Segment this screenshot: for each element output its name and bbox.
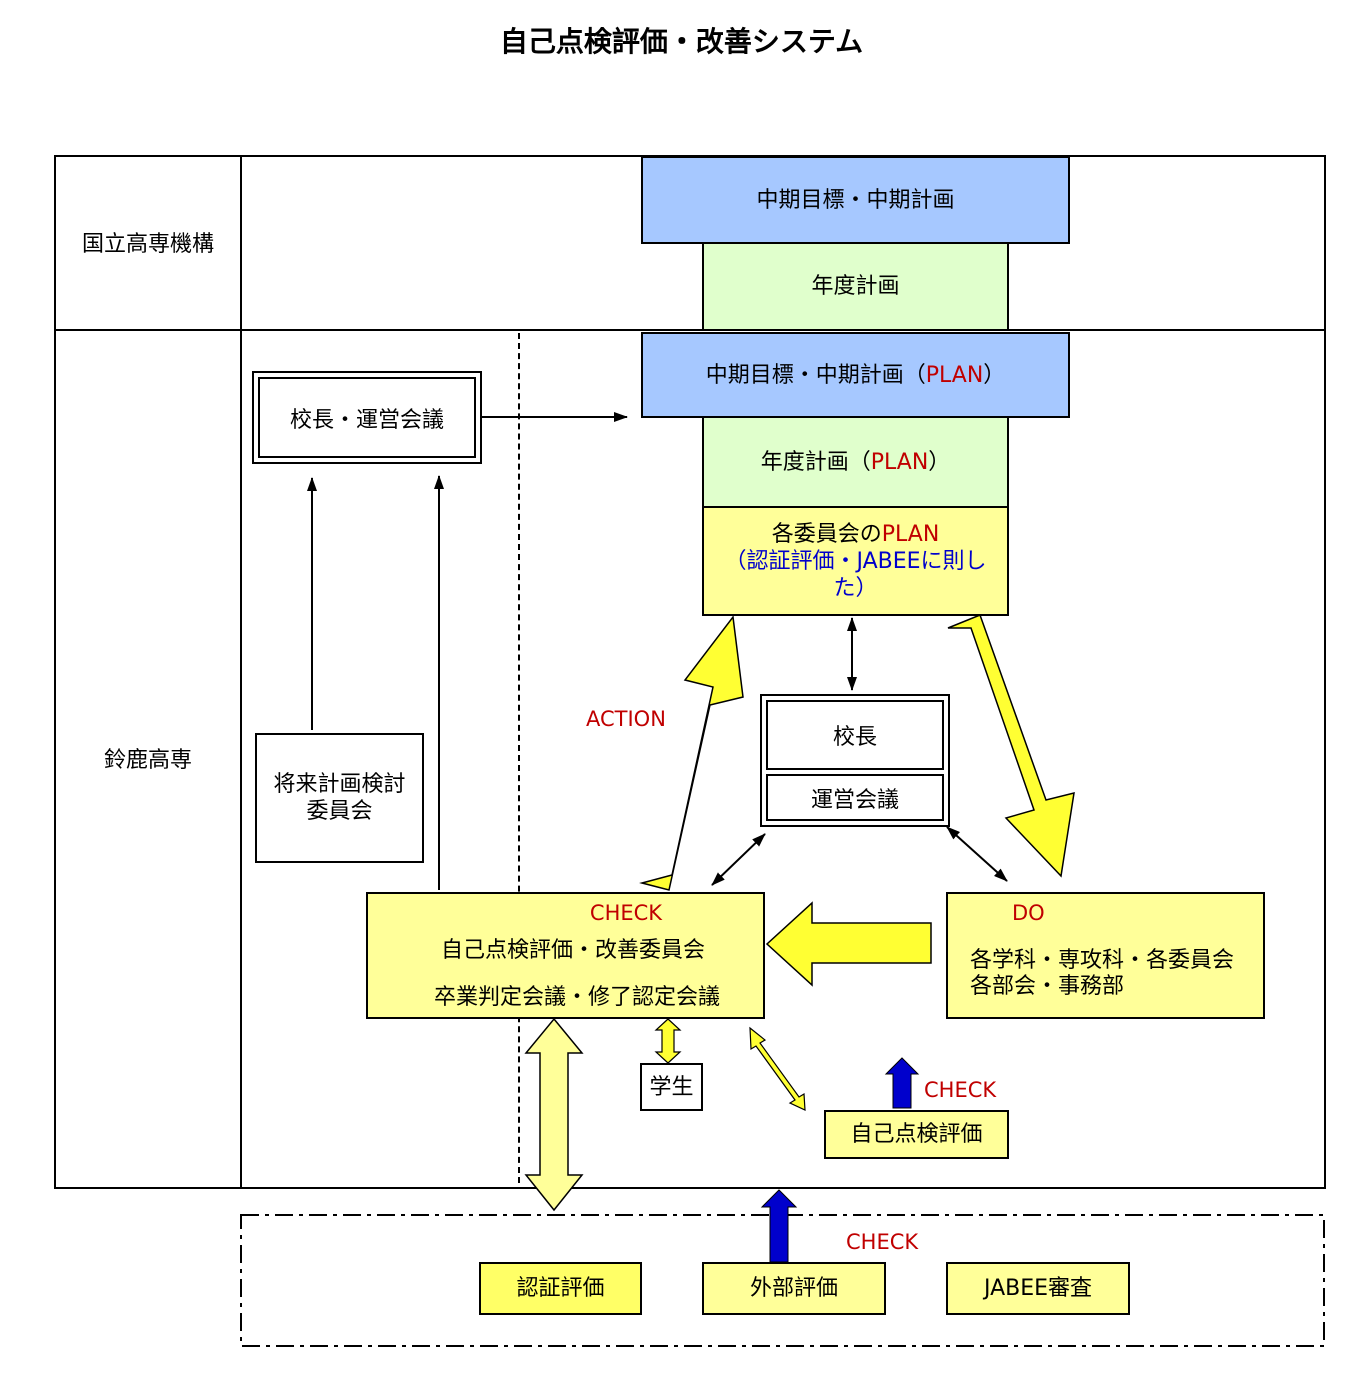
arrow-center-check [711, 833, 766, 886]
external-eval-label: 外部評価 [749, 1276, 838, 1301]
center-meeting: 運営会議 [766, 774, 944, 821]
column-divider [240, 155, 242, 1189]
future-committee-box: 将来計画検討 委員会 [255, 733, 424, 863]
org-midterm-box: 中期目標・中期計画 [641, 156, 1070, 244]
center-principal-box: 校長 運営会議 [760, 694, 950, 827]
org-annual-box: 年度計画 [702, 242, 1009, 331]
external-check-label: CHECK [846, 1230, 919, 1254]
do-box-label: DO [1012, 901, 1045, 925]
org-annual-label: 年度計画 [811, 274, 900, 299]
page-title: 自己点検評価・改善システム [499, 25, 864, 58]
self-check-label: CHECK [924, 1078, 997, 1102]
plan-midterm-close-paren: ） [983, 362, 1006, 388]
check-box-line1: 自己点検評価・改善委員会 [440, 938, 705, 963]
certification-box: 認証評価 [479, 1262, 642, 1315]
committee-plan-box: 各委員会のPLAN （認証評価・JABEEに則し た） [702, 506, 1009, 616]
jabee-label: JABEE審査 [983, 1276, 1093, 1301]
do-departments-box: DO 各学科・専攻科・各委員会 各部会・事務部 [946, 892, 1265, 1019]
check-certification-arrow [524, 1017, 584, 1212]
student-label: 学生 [649, 1074, 694, 1100]
principal-meeting-label: 校長・運営会議 [289, 407, 444, 433]
dashed-divider [518, 333, 520, 1183]
future-committee-line1: 将来計画検討 [273, 772, 406, 797]
committee-plan-word: PLAN [881, 521, 940, 547]
jabee-box: JABEE審査 [946, 1262, 1130, 1315]
principal-meeting-box: 校長・運営会議 [252, 371, 482, 464]
committee-plan-note-1: （認証評価・JABEEに則し [724, 548, 987, 574]
future-committee-line2: 委員会 [306, 799, 373, 824]
plan-midterm-plan-word: PLAN [925, 362, 984, 388]
plan-annual-open-paren: （ [848, 449, 871, 475]
check-student-arrow [654, 1018, 682, 1064]
check-committee-box: CHECK 自己点検評価・改善委員会 卒業判定会議・修了認定会議 [366, 892, 765, 1019]
row-label-suzuka: 鈴鹿高専 [103, 748, 192, 773]
do-box-line1: 各学科・専攻科・各委員会 [970, 948, 1235, 973]
do-to-check-arrow [765, 901, 932, 987]
committee-plan-note-2: た） [833, 575, 878, 601]
student-box: 学生 [640, 1063, 703, 1111]
check-box-line2: 卒業判定会議・修了認定会議 [433, 985, 720, 1010]
center-principal-label: 校長 [832, 725, 877, 750]
org-midterm-label: 中期目標・中期計画 [756, 187, 955, 213]
center-meeting-label: 運営会議 [810, 787, 899, 813]
arrow-center-do [946, 826, 1008, 882]
plan-annual-box: 年度計画（PLAN） [702, 416, 1009, 508]
action-arrow [639, 615, 744, 891]
plan-to-do-arrow [947, 614, 1075, 878]
plan-annual-close-paren: ） [928, 449, 951, 475]
principal-meeting-inner: 校長・運営会議 [258, 377, 476, 458]
plan-annual-plan-word: PLAN [870, 449, 929, 475]
certification-label: 認証評価 [516, 1276, 605, 1301]
row-label-kosen-org: 国立高専機構 [81, 232, 214, 257]
plan-midterm-label: 中期目標・中期計画 [705, 362, 904, 388]
row-divider [54, 329, 1326, 331]
self-eval-box: 自己点検評価 [824, 1110, 1009, 1159]
plan-annual-label: 年度計画 [760, 449, 849, 475]
action-label: ACTION [586, 707, 666, 731]
check-selfeval-arrow [749, 1026, 806, 1111]
check-box-label: CHECK [589, 901, 663, 925]
external-check-blue-arrow [760, 1189, 798, 1263]
committee-plan-prefix: 各委員会の [771, 521, 882, 547]
do-box-line2: 各部会・事務部 [970, 974, 1125, 999]
self-eval-label: 自己点検評価 [850, 1122, 983, 1147]
external-eval-box: 外部評価 [702, 1262, 886, 1315]
self-check-blue-arrow [884, 1057, 920, 1109]
plan-midterm-open-paren: （ [903, 362, 926, 388]
center-principal: 校長 [766, 700, 944, 770]
plan-midterm-box: 中期目標・中期計画（PLAN） [641, 332, 1070, 418]
